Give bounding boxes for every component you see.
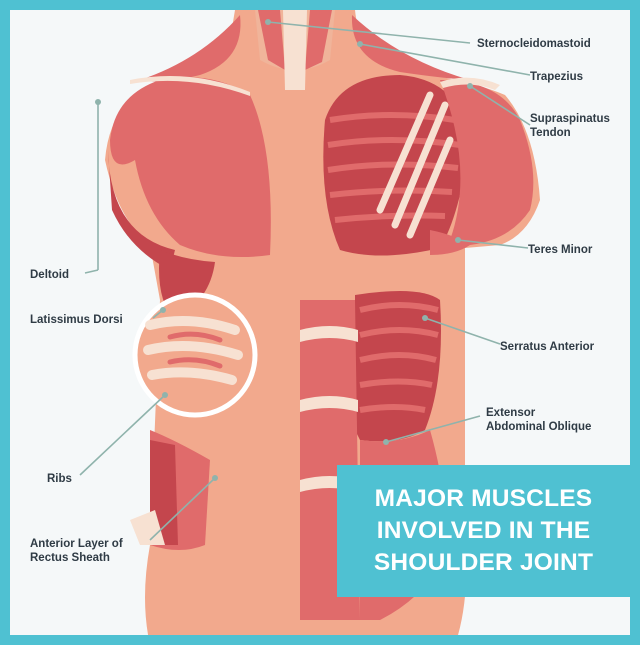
ribs-upper [376,91,454,239]
label-serratus-anterior: Serratus Anterior [500,341,595,353]
clavicle [130,76,250,96]
leader-lines [79,21,531,541]
label-rectus-line2: Rectus Sheath [30,552,110,564]
trapezius-muscle-right [351,15,470,80]
title-line-2: INVOLVED IN THE [376,517,591,544]
label-supraspinatus-line2: Tendon [530,127,571,139]
trapezius-muscle [140,15,241,82]
title-line-3: SHOULDER JOINT [373,549,594,576]
label-extensor-line2: Abdominal Oblique [486,421,592,433]
title-box: MAJOR MUSCLES INVOLVED IN THE SHOULDER J… [337,465,630,597]
trachea [283,10,307,90]
label-extensor-abdominal-oblique: Extensor Abdominal Oblique [486,406,591,434]
ribs-detail-muscle [167,331,223,369]
label-teres-minor: Teres Minor [528,244,593,256]
label-rectus-sheath: Anterior Layer of Rectus Sheath [30,537,123,565]
rectus-sheath-tab [130,510,165,545]
serratus-muscle [355,291,441,442]
label-sternocleidomastoid: Sternocleidomastoid [477,38,591,50]
leader-dots [95,19,473,481]
label-extensor-line1: Extensor [486,407,536,419]
label-latissimus-dorsi: Latissimus Dorsi [30,314,123,326]
deltoid-muscle [110,77,271,258]
sternocleidomastoid-muscle [258,10,285,70]
label-supraspinatus-line1: Supraspinatus [530,113,610,125]
sternocleidomastoid-muscle-right [305,10,332,70]
label-ribs: Ribs [47,473,72,485]
label-deltoid: Deltoid [30,269,69,281]
label-trapezius: Trapezius [530,71,584,83]
serratus-fibers [359,302,439,413]
title-line-1: MAJOR MUSCLES [374,485,593,512]
label-supraspinatus-tendon: Supraspinatus Tendon [530,112,610,140]
label-rectus-line1: Anterior Layer of [30,538,123,550]
teres-minor-muscle [430,230,470,255]
supraspinatus-muscle [440,80,534,245]
ribs-detail [143,316,243,385]
